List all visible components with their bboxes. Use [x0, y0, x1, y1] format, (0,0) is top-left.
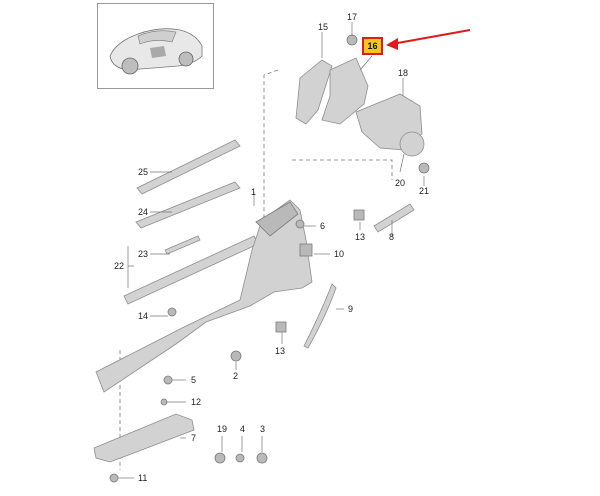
part-7-rail — [93, 413, 195, 463]
callout-9[interactable]: 9 — [348, 304, 354, 314]
part-25-trim — [136, 139, 241, 195]
part-20-fan — [399, 131, 425, 157]
part-13-clip — [353, 209, 365, 221]
callout-2[interactable]: 2 — [233, 371, 239, 381]
guide-line — [292, 159, 393, 180]
callout-13-upper[interactable]: 13 — [355, 232, 366, 242]
callout-6[interactable]: 6 — [320, 221, 326, 231]
callout-25[interactable]: 25 — [138, 167, 149, 177]
callout-1[interactable]: 1 — [251, 187, 257, 197]
part-8-bracket — [373, 203, 415, 233]
callout-8[interactable]: 8 — [389, 232, 395, 242]
callout-11[interactable]: 11 — [138, 473, 148, 483]
callout-3[interactable]: 3 — [260, 424, 266, 434]
part-4-fastener — [235, 453, 245, 463]
part-6-screw — [295, 219, 305, 229]
part-24-trim — [135, 181, 241, 229]
part-17-clip — [346, 34, 358, 46]
part-5-clip — [163, 375, 173, 385]
callout-14[interactable]: 14 — [138, 311, 149, 321]
part-13-clip-lower — [275, 321, 287, 333]
callout-13-lower[interactable]: 13 — [275, 346, 286, 356]
part-10-bracket — [299, 243, 313, 257]
part-11-clip — [109, 473, 119, 483]
callout-22[interactable]: 22 — [114, 261, 125, 271]
callout-7[interactable]: 7 — [191, 433, 197, 443]
callout-10[interactable]: 10 — [334, 249, 345, 259]
part-19-fastener — [214, 452, 226, 464]
highlight-arrow — [391, 29, 471, 45]
part-16-duct — [321, 57, 369, 125]
part-1-side-panel — [95, 199, 313, 393]
callout-12[interactable]: 12 — [191, 397, 202, 407]
part-1-detail — [255, 201, 299, 237]
callout-18[interactable]: 18 — [398, 68, 409, 78]
part-9-seal — [303, 283, 337, 349]
guide-line — [263, 69, 279, 250]
callout-4[interactable]: 4 — [240, 424, 246, 434]
callout-24[interactable]: 24 — [138, 207, 149, 217]
callout-17[interactable]: 17 — [347, 12, 358, 22]
car-icon — [109, 28, 203, 75]
highlighted-part-callout[interactable]: 16 — [362, 37, 383, 55]
callout-21[interactable]: 21 — [419, 186, 430, 196]
part-14-clip — [167, 307, 177, 317]
callout-5[interactable]: 5 — [191, 375, 197, 385]
part-2-fastener — [230, 350, 242, 362]
callout-19[interactable]: 19 — [217, 424, 228, 434]
callout-20[interactable]: 20 — [395, 178, 406, 188]
part-21-clip — [418, 162, 430, 174]
part-3-fastener — [256, 452, 268, 464]
callout-23[interactable]: 23 — [138, 249, 149, 259]
part-22-trim — [123, 235, 259, 305]
part-15-pillar — [295, 59, 333, 125]
vehicle-thumbnail — [97, 3, 214, 89]
part-23-strip — [164, 235, 201, 255]
callout-15[interactable]: 15 — [318, 22, 329, 32]
arrow-head-icon — [386, 38, 398, 50]
